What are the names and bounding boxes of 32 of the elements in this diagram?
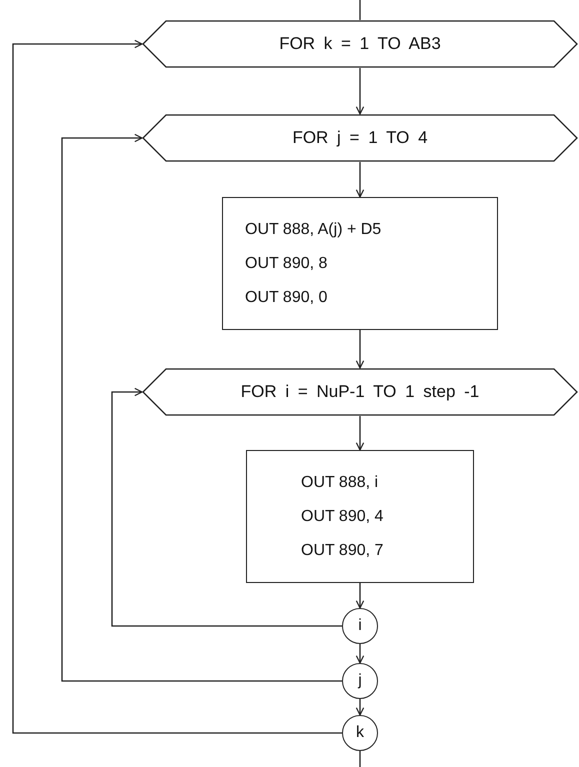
process-box — [246, 450, 474, 583]
flow-arrow — [356, 416, 364, 451]
code-text: OUT 890, 4 — [301, 506, 384, 526]
flow-arrow — [356, 68, 364, 115]
loop-hexagon — [142, 20, 578, 68]
connector-circle — [342, 663, 378, 699]
loop-variable: j — [358, 672, 362, 690]
connector-circle — [342, 715, 378, 751]
code-text: OUT 890, 0 — [245, 288, 328, 308]
code-text: FOR j = 1 TO 4 — [292, 128, 428, 148]
process-box — [222, 197, 498, 330]
loop-hexagon — [142, 114, 578, 162]
code-text: OUT 890, 8 — [245, 254, 328, 274]
flow-line — [359, 0, 361, 20]
loop-variable: i — [358, 617, 362, 635]
flow-arrow — [356, 330, 364, 369]
flow-arrow — [356, 583, 364, 609]
code-text: FOR k = 1 TO AB3 — [279, 34, 441, 54]
connector-circle — [342, 608, 378, 644]
code-text: OUT 888, A(j) + D5 — [245, 220, 382, 240]
flow-arrow — [12, 40, 342, 734]
flow-arrow — [356, 699, 364, 716]
loop-hexagon — [142, 368, 578, 416]
flow-line — [359, 751, 361, 767]
code-text: FOR i = NuP-1 TO 1 step -1 — [240, 382, 480, 402]
code-text: OUT 890, 7 — [301, 540, 384, 560]
flow-arrow — [61, 134, 342, 682]
loop-variable: k — [356, 724, 364, 742]
flow-arrow — [356, 162, 364, 198]
code-text: OUT 888, i — [301, 472, 380, 492]
flow-arrow — [111, 388, 342, 627]
flow-arrow — [356, 644, 364, 664]
